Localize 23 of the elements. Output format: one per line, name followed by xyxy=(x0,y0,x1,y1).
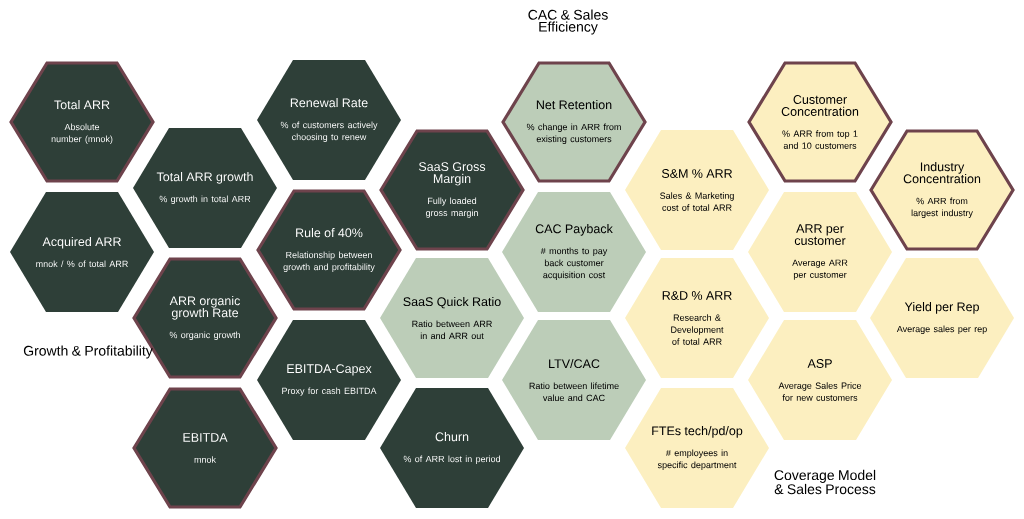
hexagon: FTEs tech/pd/op # employees in specific department xyxy=(625,388,769,508)
hexagon: S&M % ARR Sales & Marketing cost of total ARR xyxy=(625,130,769,250)
hexagon: Total ARR Absolute number (mnok) xyxy=(9,61,155,183)
hexagon: Renewal Rate % of customers actively choosing to renew xyxy=(257,60,401,180)
hexagon: Customer Concentration % ARR from top 1 and 10 customers xyxy=(747,61,893,183)
hexagon: LTV/CAC Ratio between lifetime value and CAC xyxy=(502,320,646,440)
hexagon: Churn % of ARR lost in period xyxy=(380,388,524,508)
hexagon: EBITDA mnok xyxy=(132,387,278,509)
hexagon: Total ARR growth % growth in total ARR xyxy=(133,128,277,248)
hexagon: CAC Payback # months to pay back customer acquisition cost xyxy=(502,192,646,312)
hexagon: Yield per Rep Average sales per rep xyxy=(870,258,1014,378)
hexagon: EBITDA-Capex Proxy for cash EBITDA xyxy=(257,320,401,440)
group-title: CAC & Sales Efficiency xyxy=(528,9,608,35)
hexagon: Industry Concentration % ARR from largest industry xyxy=(869,129,1015,251)
hexagon: SaaS Quick Ratio Ratio between ARR in and ARR out xyxy=(380,258,524,378)
hexagon: ASP Average Sales Price for new customers xyxy=(748,320,892,440)
group-title: Coverage Model & Sales Process xyxy=(774,469,876,495)
hexagon: ARR per customer Average ARR per customer xyxy=(748,192,892,312)
hexagon: R&D % ARR Research & Development of total ARR xyxy=(625,258,769,378)
hexagon: Net Retention % change in ARR from existing customers xyxy=(501,61,647,183)
hexagon: SaaS Gross Margin Fully loaded gross margin xyxy=(379,129,525,251)
hexagon: Acquired ARR mnok / % of total ARR xyxy=(10,192,154,312)
hexagon: Rule of 40% Relationship between growth and profitability xyxy=(256,189,402,311)
